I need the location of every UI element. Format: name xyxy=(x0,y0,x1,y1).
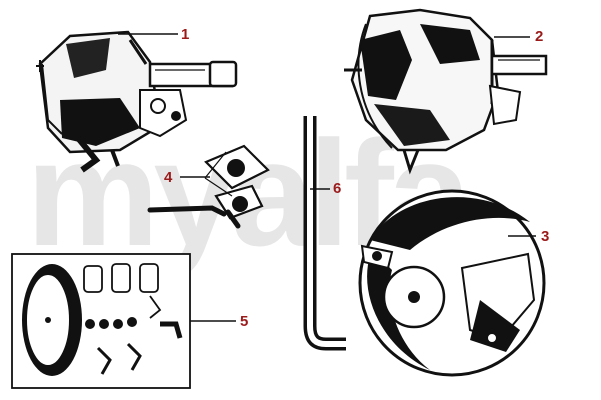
leader-lines xyxy=(118,33,536,322)
servo-unit-2-icon[interactable] xyxy=(344,8,548,175)
callout-2: 2 xyxy=(535,28,544,45)
callout-1: 1 xyxy=(181,26,190,43)
repair-kit-icon[interactable] xyxy=(22,263,183,376)
servo-unit-3-icon[interactable] xyxy=(358,189,546,377)
callout-6: 6 xyxy=(333,180,342,197)
callout-5: 5 xyxy=(240,313,249,330)
callout-3: 3 xyxy=(541,228,550,245)
valve-with-pipe-icon[interactable] xyxy=(147,144,270,229)
vacuum-hose-icon[interactable] xyxy=(303,116,346,351)
callout-4: 4 xyxy=(164,169,173,186)
servo-unit-1-icon[interactable] xyxy=(36,30,238,173)
